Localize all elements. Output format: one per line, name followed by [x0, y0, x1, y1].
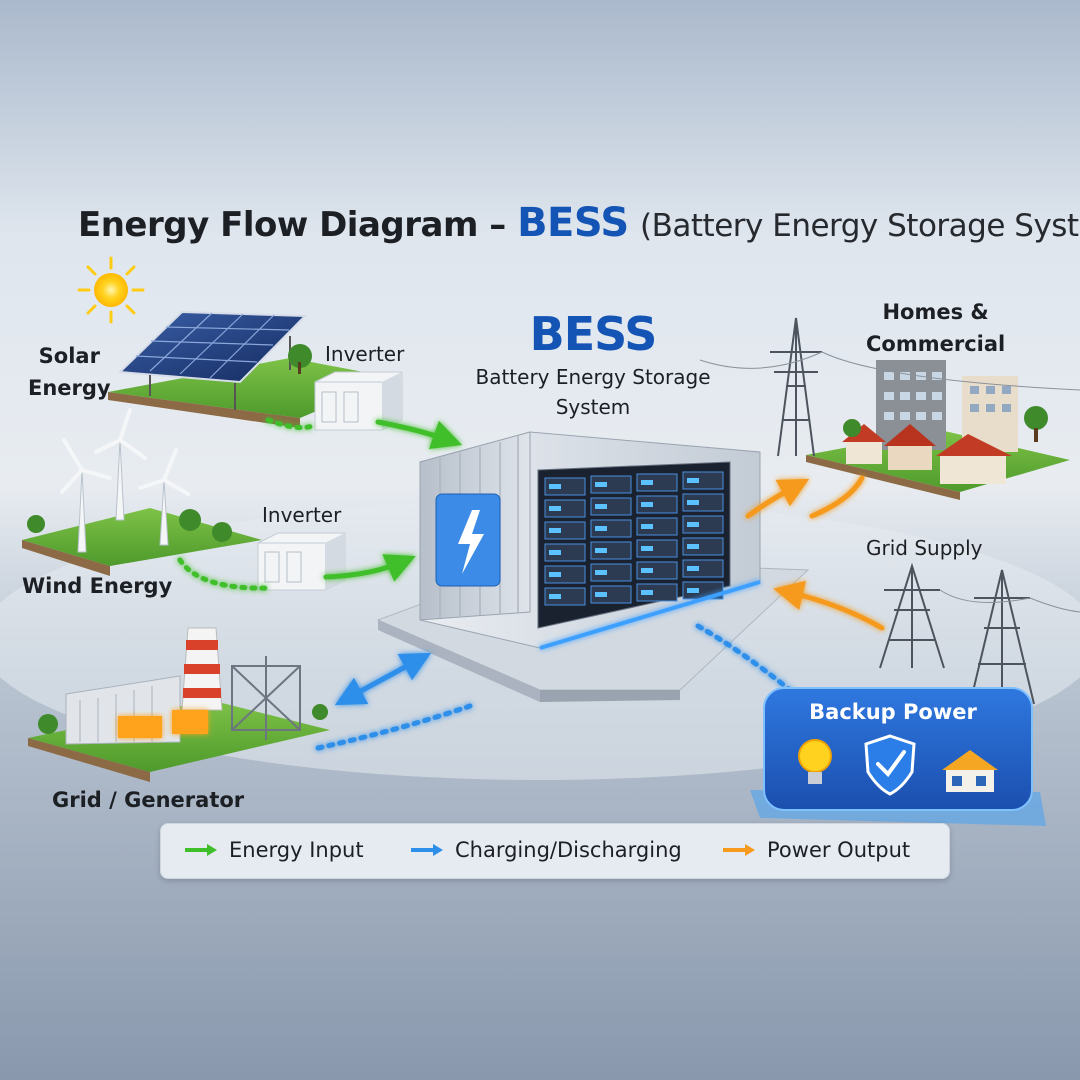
battery-module [544, 521, 586, 540]
battery-led [641, 568, 653, 573]
transmission-tower [770, 317, 1035, 705]
battery-module [544, 543, 586, 562]
battery-led [549, 506, 561, 511]
bess-heading: BESS Battery Energy Storage System [468, 306, 718, 422]
backup-power-title: Backup Power [809, 700, 977, 724]
battery-led [549, 484, 561, 489]
battery-led [687, 544, 699, 549]
battery-led [641, 524, 653, 529]
legend: Energy Input Charging/Discharging Power … [160, 823, 950, 879]
green-arrow-icon [185, 844, 217, 856]
inverter-box [314, 371, 403, 431]
shield-check-icon [864, 734, 916, 796]
battery-module [544, 499, 586, 518]
battery-module [636, 473, 678, 492]
battery-module [590, 541, 632, 560]
battery-led [595, 482, 607, 487]
battery-module [682, 559, 724, 578]
charging-discharging-arrows [315, 623, 793, 751]
battery-led [687, 500, 699, 505]
battery-module [544, 565, 586, 584]
battery-module [682, 493, 724, 512]
battery-module [590, 563, 632, 582]
battery-module [636, 517, 678, 536]
battery-led [595, 592, 607, 597]
legend-item-charging: Charging/Discharging [409, 838, 682, 862]
battery-led [595, 570, 607, 575]
homes-commercial-island [806, 360, 1070, 500]
bess-container [376, 431, 810, 702]
grid-supply-label: Grid Supply [866, 536, 983, 560]
battery-led [687, 522, 699, 527]
battery-led [641, 546, 653, 551]
battery-led [549, 572, 561, 577]
battery-led [641, 590, 653, 595]
bess-description: Battery Energy Storage [475, 365, 711, 389]
battery-module [544, 587, 586, 606]
power-plant-island [28, 627, 330, 782]
battery-module [682, 471, 724, 490]
inverter-box [257, 532, 346, 591]
house-icon [942, 750, 998, 792]
homes-commercial-label: Homes &Commercial [866, 300, 1006, 356]
battery-led [687, 566, 699, 571]
battery-module [590, 519, 632, 538]
orange-arrow-icon [723, 844, 755, 856]
battery-led [595, 526, 607, 531]
battery-led [549, 528, 561, 533]
battery-module [544, 477, 586, 496]
bess-description: System [555, 395, 631, 419]
wind-turbine [77, 439, 169, 553]
battery-led [641, 502, 653, 507]
solar-farm-island [108, 310, 395, 428]
page-title: Energy Flow Diagram – BESS (Battery Ener… [78, 200, 1080, 246]
light-bulb-icon [798, 739, 832, 784]
inverter-label: Inverter [262, 503, 342, 527]
battery-led [549, 550, 561, 555]
battery-module [636, 495, 678, 514]
battery-module [590, 497, 632, 516]
bess-name: BESS [529, 307, 658, 361]
legend-item-power-output: Power Output [721, 838, 910, 862]
battery-led [595, 504, 607, 509]
blue-arrow-icon [411, 844, 443, 856]
battery-module [636, 583, 678, 602]
battery-module [682, 515, 724, 534]
battery-led [687, 588, 699, 593]
battery-module [590, 585, 632, 604]
sun-icon [77, 256, 145, 324]
battery-module [636, 539, 678, 558]
wind-farm-island [22, 408, 262, 576]
backup-power-panel [750, 687, 1046, 826]
battery-led [595, 548, 607, 553]
battery-led [687, 478, 699, 483]
power-output-arrows [745, 475, 885, 631]
battery-racks [544, 471, 724, 606]
battery-module [682, 537, 724, 556]
battery-led [641, 480, 653, 485]
inverter-label: Inverter [325, 342, 405, 366]
battery-module [590, 475, 632, 494]
battery-module [636, 561, 678, 580]
battery-led [549, 594, 561, 599]
legend-item-energy-input: Energy Input [183, 838, 364, 862]
wind-energy-label: Wind Energy [22, 574, 173, 598]
grid-generator-label: Grid / Generator [52, 788, 245, 812]
energy-input-arrows [177, 417, 463, 591]
